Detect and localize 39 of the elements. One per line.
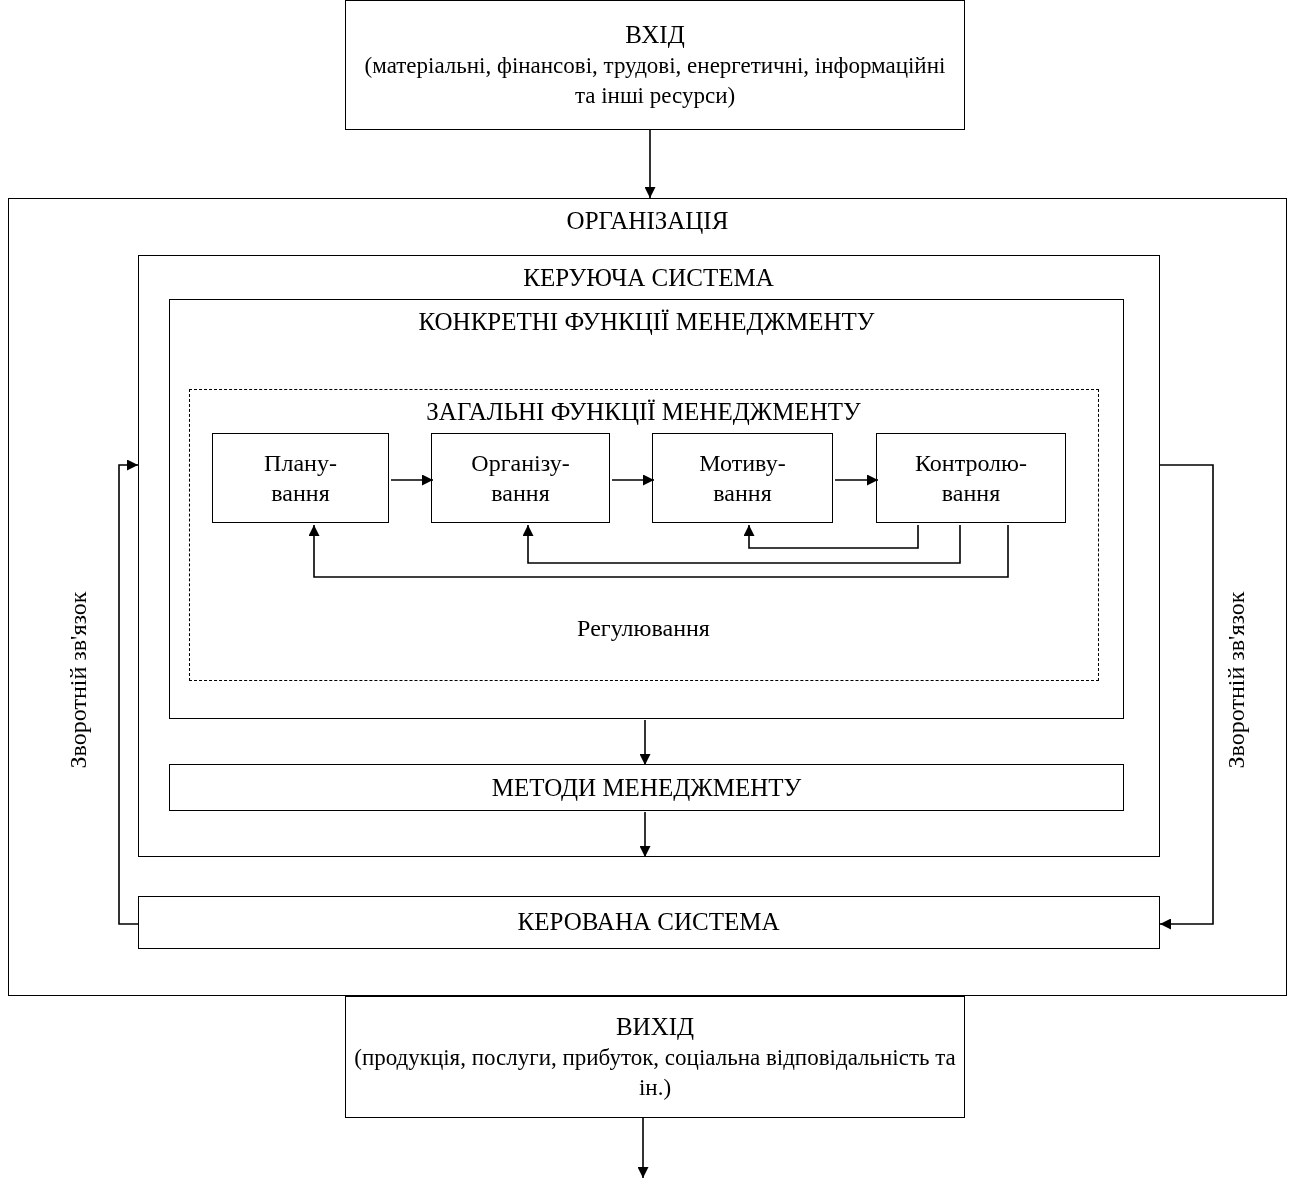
box-text: (матеріальні, фінансові, трудові, енергетичні, інформаційні та інші ресурси) xyxy=(363,51,947,110)
box-title: ВИХІД xyxy=(615,1012,695,1043)
regulation-label: Регулювання xyxy=(576,614,711,642)
arrow xyxy=(637,1117,649,1179)
box-text: (продукція, послуги, прибуток, соціальна відповідальність та ін.) xyxy=(353,1043,957,1102)
arrow xyxy=(1159,464,1214,930)
step-label: Організу- вання xyxy=(471,449,570,508)
arrow xyxy=(639,811,651,858)
box-title: КЕРОВАНА СИСТЕМА xyxy=(517,907,780,938)
system-frame xyxy=(169,299,1124,719)
box-title: ОРГАНІЗАЦІЯ xyxy=(566,206,729,236)
arrow xyxy=(639,719,651,766)
step-label: Мотиву- вання xyxy=(699,449,786,508)
box-title: ВХІД xyxy=(625,20,685,51)
system-frame xyxy=(8,198,1287,996)
system-bar xyxy=(169,764,1124,811)
system-bar xyxy=(137,895,1160,949)
step-label: Контролю- вання xyxy=(915,449,1027,508)
function-box xyxy=(876,433,1066,523)
arrow xyxy=(118,459,139,925)
arrow xyxy=(834,474,879,486)
step-label: Плану- вання xyxy=(264,449,337,508)
box-title: КОНКРЕТНІ ФУНКЦІЇ МЕНЕДЖМЕНТУ xyxy=(418,307,875,337)
arrow xyxy=(390,474,434,486)
dashed-group-frame xyxy=(188,388,1099,681)
io-box xyxy=(345,0,965,130)
box-title: МЕТОДИ МЕНЕДЖМЕНТУ xyxy=(491,772,802,803)
arrow xyxy=(743,524,919,549)
arrow xyxy=(308,524,1009,578)
box-title: КЕРУЮЧА СИСТЕМА xyxy=(523,262,774,293)
arrow xyxy=(522,524,961,564)
arrow xyxy=(644,129,656,199)
function-box xyxy=(212,433,389,523)
io-box xyxy=(345,996,965,1118)
box-title: ЗАГАЛЬНІ ФУНКЦІЇ МЕНЕДЖМЕНТУ xyxy=(426,396,861,427)
system-frame xyxy=(137,254,1160,857)
arrow xyxy=(611,474,655,486)
function-box xyxy=(652,433,833,523)
function-box xyxy=(431,433,610,523)
